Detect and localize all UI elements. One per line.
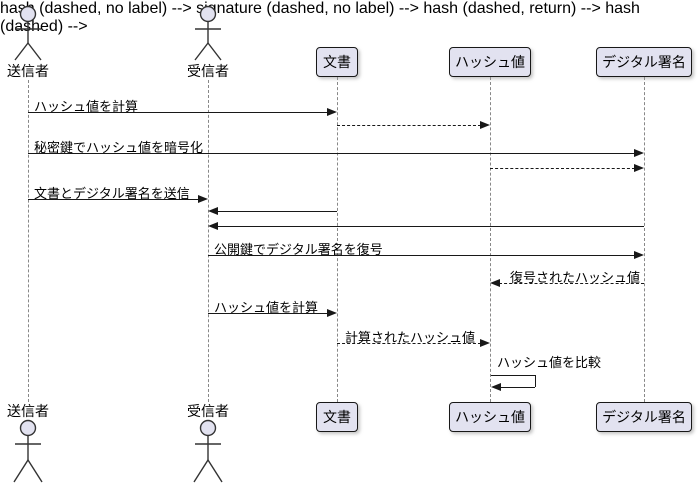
message-label: 計算されたハッシュ値 xyxy=(345,330,476,345)
message-line xyxy=(337,343,481,344)
message-line xyxy=(217,226,644,227)
self-message-side-line xyxy=(535,375,536,387)
participant-receiver-bottom: 受信者 xyxy=(187,403,229,419)
participant-document-bottom: 文書 xyxy=(316,402,358,432)
lifeline-receiver xyxy=(208,80,209,402)
self-message-top-line xyxy=(491,375,535,376)
arrowhead-icon xyxy=(480,339,490,347)
message-line xyxy=(490,168,635,169)
message-label: 文書とデジタル署名を送信 xyxy=(34,186,190,201)
arrowhead-icon xyxy=(491,383,501,391)
message-label: ハッシュ値を計算 xyxy=(34,99,139,114)
message-label: ハッシュ値を比較 xyxy=(497,355,602,370)
arrowhead-icon xyxy=(327,108,337,116)
actor-figure-sender-bottom xyxy=(10,418,46,483)
participant-receiver-top: 受信者 xyxy=(187,63,229,79)
arrowhead-icon xyxy=(634,149,644,157)
participant-signature-top: デジタル署名 xyxy=(596,47,692,77)
message-line xyxy=(217,211,337,212)
arrowhead-icon xyxy=(208,207,218,215)
lifeline-signature xyxy=(644,77,645,402)
message-line xyxy=(208,313,328,314)
arrowhead-icon xyxy=(634,251,644,259)
message-line xyxy=(499,283,644,284)
lifeline-document xyxy=(337,77,338,402)
actor-figure-receiver-bottom xyxy=(190,418,226,483)
arrowhead-icon xyxy=(490,279,500,287)
message-label: 復号されたハッシュ値 xyxy=(510,270,641,285)
arrowhead-icon xyxy=(198,195,208,203)
participant-signature-bottom: デジタル署名 xyxy=(596,402,692,432)
message-label: 公開鍵でデジタル署名を復号 xyxy=(214,242,383,257)
lifeline-hash xyxy=(490,77,491,402)
actor-figure-receiver-top xyxy=(190,5,226,66)
participant-hash-top: ハッシュ値 xyxy=(449,47,531,77)
participant-sender-top: 送信者 xyxy=(7,63,49,79)
arrowhead-icon xyxy=(208,222,218,230)
message-line xyxy=(28,153,635,154)
lifeline-sender xyxy=(28,80,29,402)
self-message-bottom-line xyxy=(500,387,535,388)
message-line xyxy=(208,255,635,256)
message-line xyxy=(28,112,328,113)
message-label: ハッシュ値を計算 xyxy=(214,300,319,315)
arrowhead-icon xyxy=(327,309,337,317)
participant-sender-bottom: 送信者 xyxy=(7,403,49,419)
participant-document-top: 文書 xyxy=(316,47,358,77)
arrowhead-icon xyxy=(634,164,644,172)
message-label: 秘密鍵でハッシュ値を暗号化 xyxy=(34,140,204,155)
actor-figure-sender-top xyxy=(10,5,46,66)
arrowhead-icon xyxy=(480,121,490,129)
message-line xyxy=(28,199,199,200)
message-line xyxy=(337,125,481,126)
participant-hash-bottom: ハッシュ値 xyxy=(449,402,531,432)
